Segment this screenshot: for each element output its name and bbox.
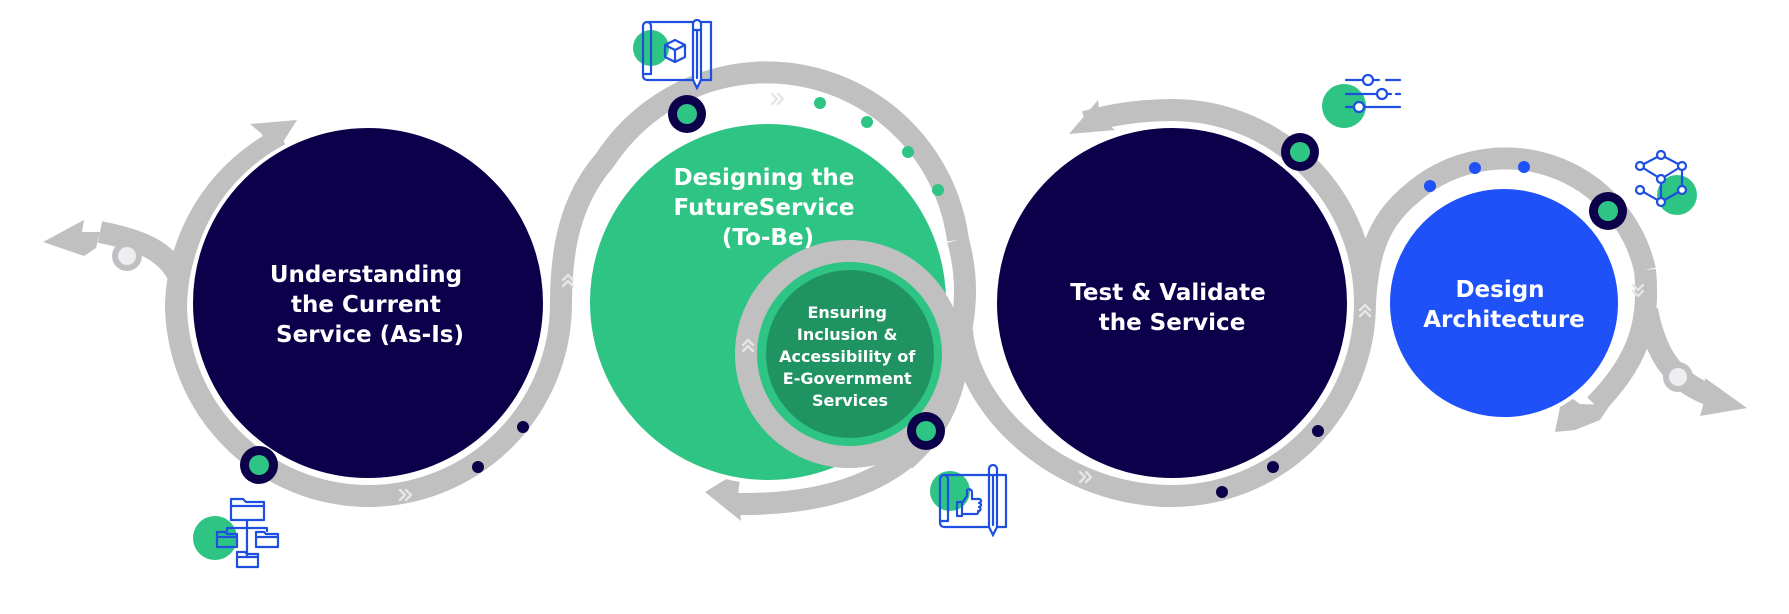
track-stage-3	[951, 98, 1377, 508]
marker-inclusion	[907, 412, 945, 450]
track-dot	[902, 146, 914, 158]
track-dot	[932, 184, 944, 196]
arrow-head-bottom	[705, 470, 741, 521]
stage-label-line: Accessibility of	[779, 347, 916, 366]
stage-label-line: E-Government	[783, 369, 912, 388]
stage-label-line: Services	[812, 391, 888, 410]
arrow-head-down-left	[1555, 392, 1610, 432]
track-dot	[1216, 486, 1228, 498]
stage-label-line: (To-Be)	[722, 225, 814, 251]
arrow-head-top-stage-3	[1069, 100, 1115, 134]
track-dot	[1518, 161, 1530, 173]
stage-label-line: the Service	[1099, 310, 1246, 336]
blueprint-thumbs-up-icon	[930, 463, 1008, 538]
track-markers	[240, 95, 1627, 484]
stage-circle-inclusion[interactable]	[766, 270, 934, 438]
junction-node-left-inner	[118, 247, 136, 265]
track-stage-2-bottom	[734, 432, 934, 516]
marker-stage-1	[240, 446, 278, 484]
sliders-icon	[1322, 73, 1402, 128]
folder-hierarchy-icon	[193, 497, 280, 569]
chevron-right-icon	[770, 92, 785, 106]
chevron-right-icon	[398, 488, 413, 502]
stage-label-line: Inclusion &	[797, 325, 898, 344]
track-dot	[861, 116, 873, 128]
chevron-up-icon	[1358, 303, 1372, 318]
marker-stage-4	[1589, 192, 1627, 230]
junction-node-right-inner	[1669, 368, 1687, 386]
track-left-branch	[97, 221, 188, 281]
stage-label-line: Understanding	[270, 262, 462, 288]
stage-label-line: FutureService	[674, 195, 855, 221]
stage-label-line: Service (As-Is)	[276, 322, 464, 348]
stage-label-to-be: Designing the FutureService (To-Be)	[674, 165, 863, 251]
blueprint-cube-icon	[633, 18, 713, 91]
junction-nodes	[112, 241, 1693, 392]
stage-label-as-is: Understanding the Current Service (As-Is…	[270, 262, 470, 348]
stage-label-architecture: Design Architecture	[1423, 277, 1585, 333]
track-dot	[1312, 425, 1324, 437]
stage-label-line: Design	[1455, 277, 1544, 303]
track-dots	[472, 97, 1530, 498]
track-dot	[814, 97, 826, 109]
track-dot	[1469, 162, 1481, 174]
stage-label-line: Ensuring	[807, 303, 886, 322]
track-stage-4	[1587, 268, 1658, 413]
stage-label-line: Designing the	[674, 165, 855, 191]
stage-circle-test[interactable]	[993, 124, 1351, 482]
track-dot	[1267, 461, 1279, 473]
track-dot	[517, 421, 529, 433]
stage-label-line: Architecture	[1423, 307, 1585, 333]
track-right-branch	[1636, 307, 1715, 406]
network-cube-icon	[1634, 149, 1697, 215]
track-dot	[472, 461, 484, 473]
arrow-head-right	[1700, 378, 1747, 416]
chevron-down-icon	[1631, 283, 1645, 298]
marker-stage-3	[1281, 133, 1319, 171]
track-connector-1-2	[550, 61, 969, 304]
arrow-head-top-left	[250, 120, 297, 160]
stage-label-line: Test & Validate	[1070, 280, 1265, 306]
stage-label-line: the Current	[291, 292, 441, 318]
direction-chevrons	[398, 92, 1645, 502]
marker-stage-2	[668, 95, 706, 133]
chevron-right-icon	[1078, 470, 1093, 484]
arrow-heads	[43, 100, 1747, 521]
track-inclusion-ring-front	[735, 240, 963, 468]
stage-label-inclusion: Ensuring Inclusion & Accessibility of E-…	[779, 303, 921, 410]
chevron-up-icon	[741, 338, 755, 353]
stage-circle-architecture[interactable]	[1386, 185, 1622, 421]
track-dot	[1424, 180, 1436, 192]
stage-circle-as-is[interactable]	[189, 124, 547, 482]
stage-label-test: Test & Validate the Service	[1070, 280, 1273, 336]
arrow-head-left	[43, 220, 100, 256]
chevron-up-icon	[561, 273, 575, 288]
